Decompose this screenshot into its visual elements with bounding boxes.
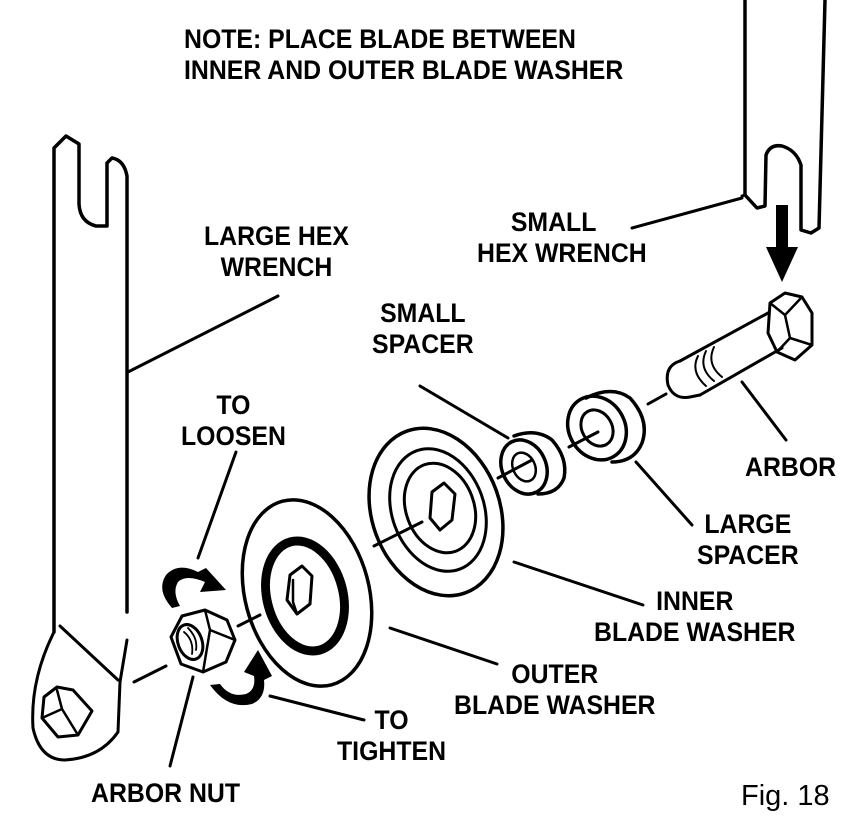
label-small-spacer: SMALL SPACER <box>372 298 474 360</box>
label-line: SMALL <box>380 298 466 328</box>
label-small-hex-wrench: SMALL HEX WRENCH <box>477 207 647 269</box>
note-line-1: NOTE: PLACE BLADE BETWEEN <box>184 24 576 54</box>
label-line: SMALL <box>510 207 597 237</box>
label-line: OUTER <box>511 659 599 689</box>
label-line: INNER <box>656 586 734 616</box>
label-outer-blade-washer: OUTER BLADE WASHER <box>454 659 655 721</box>
outer-blade-washer <box>240 498 374 688</box>
label-to-tighten: TO TIGHTEN <box>337 705 446 767</box>
label-line: SPACER <box>372 329 474 359</box>
large-spacer <box>565 389 646 464</box>
note-text: NOTE: PLACE BLADE BETWEEN INNER AND OUTE… <box>184 24 623 86</box>
label-inner-blade-washer: INNER BLADE WASHER <box>594 586 795 648</box>
label-large-spacer: LARGE SPACER <box>697 509 799 571</box>
large-hex-wrench <box>31 134 129 762</box>
arrow-down-icon <box>766 205 798 282</box>
note-line-2: INNER AND OUTER BLADE WASHER <box>184 55 624 85</box>
small-hex-wrench <box>740 0 827 235</box>
label-line: WRENCH <box>220 252 333 282</box>
label-line: TO <box>374 705 409 735</box>
label-arbor: ARBOR <box>745 452 837 482</box>
label-line: LARGE HEX <box>204 221 349 251</box>
label-arbor-nut: ARBOR NUT <box>91 778 241 808</box>
figure-caption: Fig. 18 <box>741 780 830 812</box>
loosen-arrow-icon <box>162 567 226 608</box>
assembly-axis <box>132 392 668 684</box>
label-line: SPACER <box>697 540 799 570</box>
arbor-nut <box>169 608 237 674</box>
label-line: LARGE <box>704 509 792 539</box>
label-line: TO <box>216 390 251 420</box>
inner-blade-washer <box>367 426 505 598</box>
arbor <box>665 291 814 399</box>
leader-lines <box>126 196 788 768</box>
label-line: BLADE WASHER <box>594 617 796 647</box>
label-large-hex-wrench: LARGE HEX WRENCH <box>204 221 349 283</box>
label-line: HEX WRENCH <box>477 238 647 268</box>
tighten-arrow-icon <box>210 650 272 706</box>
label-line: LOOSEN <box>181 421 286 451</box>
label-line: TIGHTEN <box>337 736 447 766</box>
label-to-loosen: TO LOOSEN <box>181 390 286 452</box>
small-spacer <box>499 431 567 496</box>
label-line: BLADE WASHER <box>454 690 656 720</box>
